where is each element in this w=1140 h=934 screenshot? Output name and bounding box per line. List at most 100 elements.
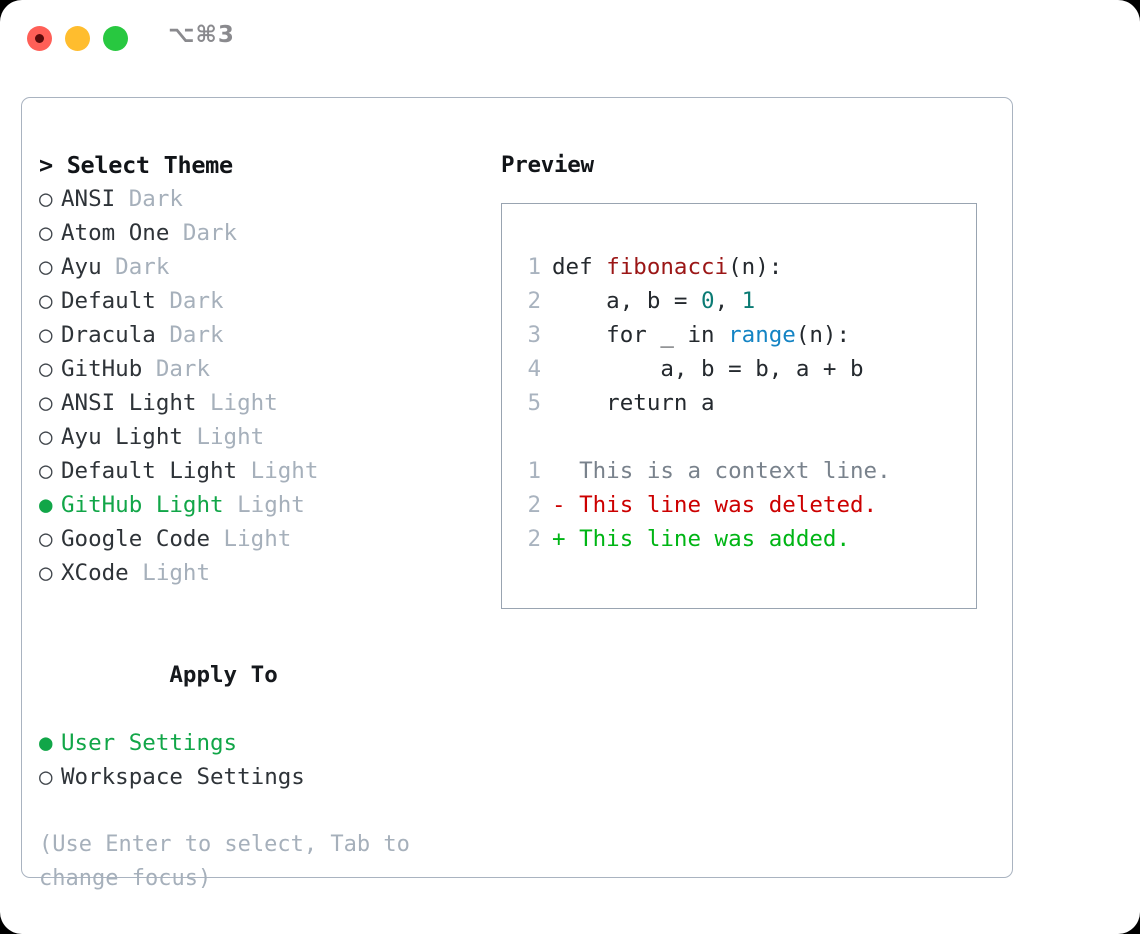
apply-to-option-row[interactable]: ● User Settings [39, 726, 489, 760]
code-token: 0 [701, 288, 715, 314]
theme-option-label: Default [61, 288, 156, 314]
theme-option-row[interactable]: ○Default Light Light [39, 454, 489, 488]
theme-option-variant-badge: Dark [155, 322, 224, 348]
theme-option-label: GitHub [61, 356, 143, 382]
theme-option-row[interactable]: ○ Ayu Dark [39, 250, 489, 284]
theme-option-variant-badge: Light [128, 560, 211, 586]
theme-option-label: GitHub Light [61, 492, 224, 518]
apply-to-option-label: User Settings [61, 730, 238, 756]
code-line-number: 4 [527, 356, 541, 382]
code-token: for _ in [552, 322, 729, 348]
keyboard-hint-text: (Use Enter to select, Tab to change focu… [39, 832, 424, 891]
theme-option-variant-badge: Dark [115, 186, 183, 212]
theme-option-row[interactable]: ○Google Code Light [39, 522, 489, 556]
code-line: 3 for _ in range(n): [502, 318, 976, 352]
code-line-number: 3 [527, 322, 541, 348]
theme-option-label: Google Code [61, 526, 211, 552]
theme-option-label: Atom One [61, 220, 170, 246]
code-token: a, b = b, a + b [552, 356, 864, 382]
theme-option-row[interactable]: ○ Atom One Dark [39, 216, 489, 250]
diff-line: 2- This line was deleted. [502, 488, 976, 522]
radio-unselected-icon: ○ [39, 424, 53, 450]
radio-unselected-icon: ○ [39, 526, 53, 552]
theme-option-label: Ayu Light [61, 424, 183, 450]
code-line-number: 2 [527, 288, 541, 314]
theme-option-variant-badge: Dark [101, 254, 170, 280]
theme-option-variant-badge: Light [182, 424, 265, 450]
apply-to-title: Apply To [39, 624, 489, 726]
close-window-button[interactable] [27, 26, 52, 51]
theme-option-row[interactable]: ○ GitHub Dark [39, 352, 489, 386]
code-line: 5 return a [502, 386, 976, 420]
theme-option-variant-badge: Light [237, 458, 319, 484]
page-title: > Select Theme [39, 151, 233, 179]
list-spacer [39, 590, 489, 624]
theme-option-row[interactable]: ○ ANSI Light Light [39, 386, 489, 420]
apply-to-option-label: Workspace Settings [61, 764, 305, 790]
traffic-light-group [27, 26, 128, 51]
theme-option-row[interactable]: ○ Ayu Light Light [39, 420, 489, 454]
code-token: a, b = [552, 288, 702, 314]
code-line-number: 5 [527, 390, 541, 416]
theme-option-label: ANSI [61, 186, 116, 212]
radio-selected-icon: ● [39, 730, 53, 756]
theme-list-pane: > Select Theme ○ANSI Dark○Atom One Dark○… [39, 148, 489, 896]
radio-unselected-icon: ○ [39, 220, 53, 246]
radio-unselected-icon: ○ [39, 560, 53, 586]
radio-unselected-icon: ○ [39, 390, 53, 416]
apply-to-option-row[interactable]: ○Workspace Settings [39, 760, 489, 794]
code-token: , [714, 288, 742, 314]
theme-option-row[interactable]: ○ XCode Light [39, 556, 489, 590]
code-token: return a [552, 390, 715, 416]
diff-line-text: - This line was deleted. [552, 492, 878, 518]
code-token: (n): [795, 322, 851, 348]
theme-option-variant-badge: Dark [142, 356, 211, 382]
radio-selected-icon: ● [39, 492, 53, 518]
diff-line-number: 2 [527, 526, 541, 552]
preview-title: Preview [501, 152, 594, 178]
theme-option-row[interactable]: ○Default Dark [39, 284, 489, 318]
code-token: range [728, 322, 796, 348]
minimize-window-button[interactable] [65, 26, 90, 51]
theme-option-row[interactable]: ○ Dracula Dark [39, 318, 489, 352]
theme-option-variant-badge: Light [196, 390, 278, 416]
apply-to-option-list: ● User Settings ○Workspace Settings [39, 726, 489, 794]
theme-option-label: Ayu [61, 254, 102, 280]
theme-option-variant-badge: Light [223, 492, 305, 518]
radio-unselected-icon: ○ [39, 458, 53, 484]
theme-option-label: XCode [61, 560, 129, 586]
theme-option-variant-badge: Dark [155, 288, 224, 314]
window-titlebar: ⌥⌘3 [0, 0, 1140, 78]
code-token: fibonacci [606, 254, 729, 280]
theme-option-list: ○ANSI Dark○Atom One Dark○Ayu Dark○Defaul… [39, 182, 489, 590]
radio-unselected-icon: ○ [39, 254, 53, 280]
radio-unselected-icon: ○ [39, 186, 53, 212]
theme-option-label: Dracula [61, 322, 156, 348]
keyboard-shortcut-label: ⌥⌘3 [168, 22, 235, 48]
code-token: def [552, 254, 607, 280]
code-diff-spacer [502, 420, 976, 454]
code-token: (n): [728, 254, 783, 280]
theme-option-label: ANSI Light [61, 390, 197, 416]
diff-line: 2 + This line was added. [502, 522, 976, 556]
code-line: 4 a, b = b, a + b [502, 352, 976, 386]
diff-line: 1 This is a context line. [502, 454, 976, 488]
radio-unselected-icon: ○ [39, 322, 53, 348]
theme-option-row[interactable]: ○ ANSI Dark [39, 182, 489, 216]
theme-option-variant-badge: Dark [169, 220, 238, 246]
zoom-window-button[interactable] [103, 26, 128, 51]
theme-option-row[interactable]: ● GitHub Light Light [39, 488, 489, 522]
diff-line-text: + This line was added. [552, 526, 851, 552]
diff-line-number: 1 [527, 458, 541, 484]
code-token: 1 [741, 288, 756, 314]
code-line: 2 a, b = 0, 1 [502, 284, 976, 318]
radio-unselected-icon: ○ [39, 356, 53, 382]
apply-to-title-indent [147, 658, 169, 692]
diff-line-text: This is a context line. [552, 458, 891, 484]
diff-sample: 1 This is a context line.2- This line wa… [502, 454, 976, 556]
